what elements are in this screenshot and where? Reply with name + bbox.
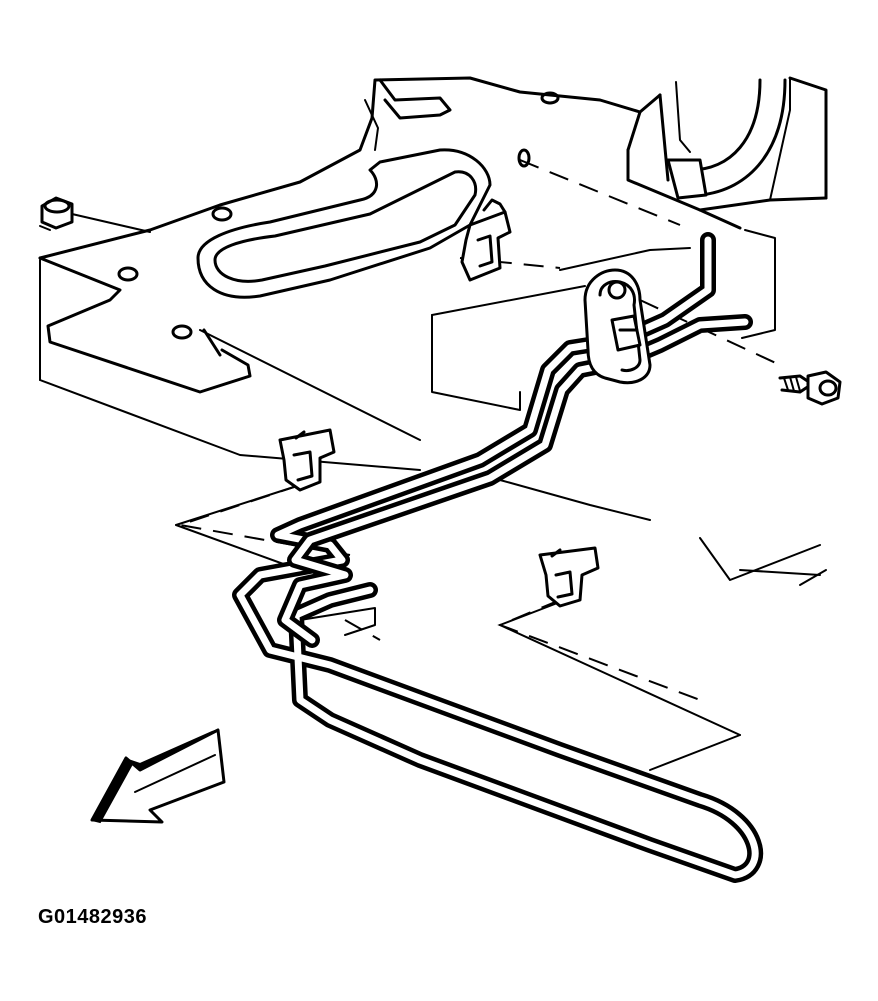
retaining-clip-icon — [278, 428, 336, 492]
retaining-clip-icon — [538, 546, 600, 608]
mounting-bracket-icon — [583, 268, 652, 385]
front-direction-arrow-icon — [90, 728, 226, 824]
retaining-clip-icon — [460, 198, 512, 282]
panel-slot — [196, 148, 492, 299]
transmission-cooler-lines — [232, 232, 764, 883]
underbody-panels — [38, 76, 828, 586]
bolt-icon — [778, 370, 842, 406]
nut-icon — [39, 196, 151, 233]
clip-platforms — [175, 484, 741, 771]
figure-code-label: G01482936 — [38, 906, 148, 928]
panel-holes — [117, 91, 560, 340]
